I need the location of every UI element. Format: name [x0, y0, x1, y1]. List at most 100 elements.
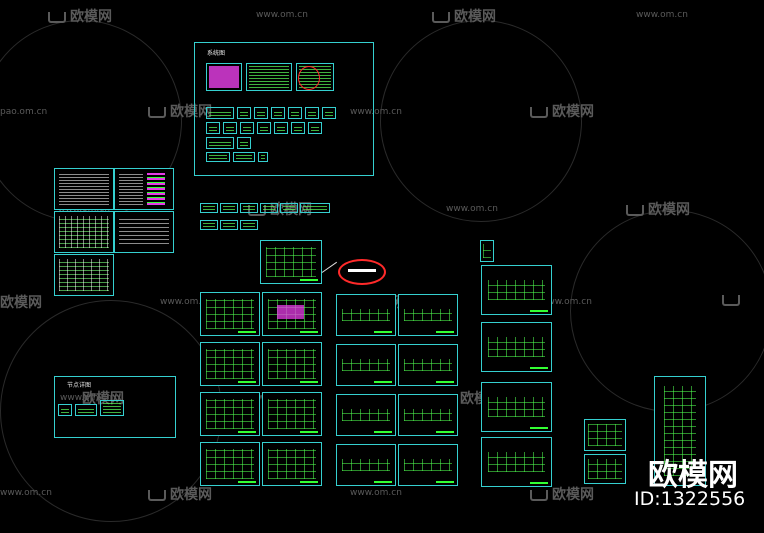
- watermark-url: www.om.cn: [636, 10, 688, 20]
- sofa-icon: [722, 294, 740, 306]
- revision-cloud: [338, 259, 386, 285]
- detail-thumb[interactable]: [200, 203, 218, 213]
- plan-sheet[interactable]: [262, 392, 322, 436]
- system-sheet[interactable]: [206, 107, 234, 119]
- system-sheet[interactable]: [240, 122, 254, 134]
- detail-thumb[interactable]: [220, 220, 238, 230]
- section-sheet[interactable]: [336, 394, 396, 436]
- watermark-url: www.om.cn: [256, 10, 308, 20]
- watermark-url: www.om.cn: [350, 488, 402, 498]
- detail-thumb[interactable]: [200, 220, 218, 230]
- section-sheet[interactable]: [398, 344, 458, 386]
- system-sheet[interactable]: [206, 122, 220, 134]
- sofa-icon: [148, 106, 166, 118]
- plan-sheet[interactable]: [200, 442, 260, 486]
- plan-sheet[interactable]: [262, 292, 322, 336]
- table-sheet[interactable]: [114, 211, 174, 253]
- detail-thumb[interactable]: [220, 203, 238, 213]
- detail-thumb[interactable]: [240, 203, 258, 213]
- system-sheet[interactable]: [257, 122, 271, 134]
- plan-sheet[interactable]: [200, 392, 260, 436]
- detail-thumb[interactable]: [300, 203, 330, 213]
- sofa-icon: [248, 204, 266, 216]
- system-sheet[interactable]: [246, 63, 292, 91]
- plan-sheet[interactable]: [262, 342, 322, 386]
- watermark-url: www.om.cn: [160, 297, 212, 307]
- system-sheet[interactable]: [288, 107, 302, 119]
- watermark-brand: 欧模网: [0, 295, 42, 311]
- system-sheet[interactable]: [237, 137, 251, 149]
- system-sheet[interactable]: [254, 107, 268, 119]
- detail-thumb[interactable]: [260, 203, 278, 213]
- detail-sheet[interactable]: [584, 454, 626, 484]
- node-detail-frame[interactable]: 节点详图: [54, 376, 176, 438]
- watermark-brand: 欧模网: [48, 6, 112, 26]
- section-sheet[interactable]: [336, 294, 396, 336]
- plan-sheet[interactable]: [200, 342, 260, 386]
- elevation-thumb[interactable]: [480, 240, 494, 262]
- tall-plan-sheet[interactable]: [654, 376, 706, 486]
- system-sheet[interactable]: [258, 152, 268, 162]
- node-detail-sheet[interactable]: [100, 400, 124, 416]
- table-sheet[interactable]: [54, 254, 114, 296]
- watermark-ring: [380, 20, 582, 222]
- legend-sheet[interactable]: [114, 168, 174, 210]
- watermark-brand: 欧模网: [626, 199, 690, 219]
- detail-sheet[interactable]: [584, 419, 626, 451]
- system-highlight: [298, 66, 320, 90]
- watermark-url: www.om.cn: [0, 488, 52, 498]
- system-title: 系统图: [207, 50, 226, 57]
- watermark-url: www.om.cn: [350, 107, 402, 117]
- system-sheet[interactable]: [274, 122, 288, 134]
- section-sheet[interactable]: [336, 344, 396, 386]
- elevation-sheet[interactable]: [481, 382, 552, 432]
- node-detail-sheet[interactable]: [58, 404, 72, 416]
- leader-line: [321, 261, 338, 273]
- watermark-url: www.om.cn: [540, 297, 592, 307]
- system-sheet[interactable]: [305, 107, 319, 119]
- system-sheet[interactable]: [322, 107, 336, 119]
- system-sheet[interactable]: [206, 152, 230, 162]
- watermark-url: www.om.cn: [446, 204, 498, 214]
- plan-sheet[interactable]: [200, 292, 260, 336]
- system-sheet[interactable]: [291, 122, 305, 134]
- system-sheet[interactable]: [206, 63, 242, 91]
- elevation-sheet[interactable]: [481, 265, 552, 315]
- plan-sheet[interactable]: [262, 442, 322, 486]
- detail-thumb[interactable]: [280, 203, 298, 213]
- watermark-url: pao.om.cn: [0, 107, 48, 117]
- corner-brand-name: 欧模网: [648, 458, 738, 493]
- sofa-icon: [530, 489, 548, 501]
- section-sheet[interactable]: [398, 294, 458, 336]
- watermark-brand: 欧模网: [530, 484, 594, 504]
- section-sheet[interactable]: [336, 444, 396, 486]
- detail-thumb[interactable]: [240, 220, 258, 230]
- sofa-icon: [48, 11, 66, 23]
- sofa-icon: [432, 11, 450, 23]
- table-sheet[interactable]: [54, 211, 114, 253]
- plan-sheet[interactable]: [260, 240, 322, 284]
- elevation-sheet[interactable]: [481, 437, 552, 487]
- watermark-brand: 欧模网: [148, 484, 212, 504]
- section-sheet[interactable]: [398, 444, 458, 486]
- node-detail-sheet[interactable]: [75, 404, 97, 416]
- system-sheet[interactable]: [237, 107, 251, 119]
- system-sheet[interactable]: [223, 122, 237, 134]
- node-title: 节点详图: [67, 382, 92, 389]
- watermark-brand: 欧模网: [530, 101, 594, 121]
- system-sheet[interactable]: [271, 107, 285, 119]
- sofa-icon: [148, 489, 166, 501]
- system-sheet[interactable]: [308, 122, 322, 134]
- system-sheet[interactable]: [233, 152, 255, 162]
- watermark-brand: 欧模网: [432, 6, 496, 26]
- watermark-brand: 欧模网: [148, 101, 212, 121]
- notes-sheet[interactable]: [54, 168, 114, 210]
- system-diagram-frame[interactable]: 系统图: [194, 42, 374, 176]
- elevation-sheet[interactable]: [481, 322, 552, 372]
- sofa-icon: [530, 106, 548, 118]
- watermark-brand: [722, 292, 744, 308]
- section-sheet[interactable]: [398, 394, 458, 436]
- sofa-icon: [626, 204, 644, 216]
- corner-brand-id: ID:1322556: [634, 488, 746, 510]
- system-sheet[interactable]: [206, 137, 234, 149]
